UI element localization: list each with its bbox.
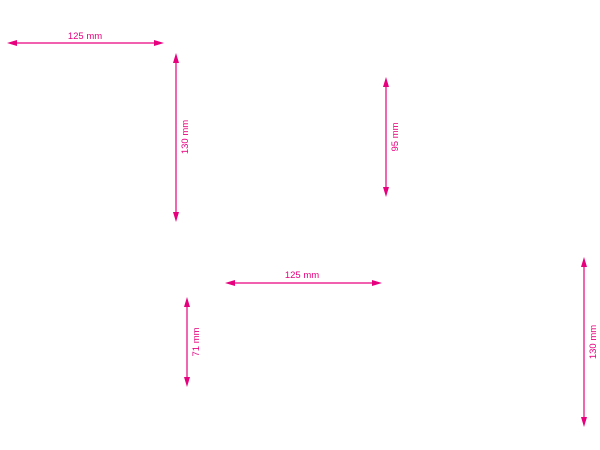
dimension-top-width: 125 mm [7,31,164,46]
dimension-label: 71 mm [191,327,202,356]
dimension-label: 130 mm [180,120,191,154]
dimension-lower-height: 71 mm [184,297,202,387]
dimension-label: 95 mm [390,122,401,151]
arrow-up-icon [184,297,190,307]
dimension-middle-width: 125 mm [225,270,382,286]
arrow-up-icon [173,53,179,63]
dimension-far-right-height: 130 mm [581,257,599,427]
arrow-up-icon [581,257,587,267]
arrow-down-icon [581,417,587,427]
arrow-down-icon [383,187,389,197]
arrow-up-icon [383,77,389,87]
arrow-left-icon [7,40,17,46]
arrow-right-icon [154,40,164,46]
dimension-right-height: 95 mm [383,77,401,197]
arrow-right-icon [372,280,382,286]
arrow-left-icon [225,280,235,286]
arrow-down-icon [173,212,179,222]
dimension-label: 130 mm [588,325,599,359]
arrow-down-icon [184,377,190,387]
dimension-label: 125 mm [285,270,319,281]
dimension-top-height: 130 mm [173,53,191,222]
dimension-label: 125 mm [68,31,102,42]
